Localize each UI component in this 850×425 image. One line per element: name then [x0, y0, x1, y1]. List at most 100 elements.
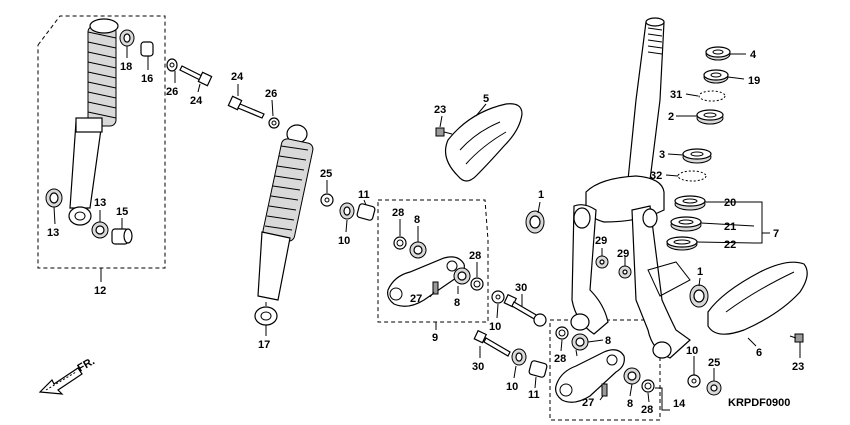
screw-23-upper	[435, 127, 453, 137]
callout-10-upper: 10	[338, 235, 350, 247]
cover-6	[707, 261, 808, 335]
callout-23-lower: 23	[792, 361, 804, 373]
shock-absorber-group-12	[37, 15, 166, 269]
callout-10-mid: 10	[489, 321, 501, 333]
callout-23-upper: 23	[434, 104, 446, 116]
callout-29-left: 29	[595, 235, 607, 247]
link-group-9	[377, 199, 489, 323]
front-direction-arrow: FR.	[38, 355, 97, 395]
dust-seal-22	[666, 236, 698, 251]
callout-7: 7	[773, 228, 779, 240]
bushing-10-upper	[339, 202, 355, 220]
callout-3: 3	[659, 149, 665, 161]
lock-nut-4	[705, 46, 731, 61]
bolt-30-upper	[503, 293, 547, 327]
callout-24-upper: 24	[190, 95, 203, 107]
shock-spring	[87, 18, 119, 127]
washer-26-upper	[166, 58, 178, 72]
callout-24-middle: 24	[231, 71, 244, 83]
callout-22: 22	[724, 239, 736, 251]
callout-20: 20	[724, 197, 736, 209]
callout-1-left: 1	[538, 189, 544, 201]
callout-28-b: 28	[469, 250, 481, 262]
bushing-8-c	[571, 333, 589, 351]
callout-30-lower: 30	[472, 361, 484, 373]
callout-18: 18	[120, 61, 132, 73]
callout-17: 17	[258, 339, 270, 351]
washer-25-lower	[706, 380, 722, 396]
callout-1-right: 1	[697, 266, 703, 278]
steel-balls-32	[677, 170, 707, 182]
bushing-18	[119, 29, 135, 47]
nut-29-right	[618, 265, 632, 279]
callout-26-upper: 26	[166, 86, 178, 98]
callout-27-a: 27	[410, 293, 422, 305]
washer-28-a	[393, 236, 407, 250]
link-group-14	[549, 319, 661, 421]
callout-32: 32	[650, 170, 662, 182]
callout-19: 19	[748, 75, 760, 87]
callout-26-middle: 26	[265, 88, 277, 100]
callout-28-a: 28	[392, 207, 404, 219]
washer-28-c	[555, 326, 569, 340]
washer-10-right	[491, 290, 505, 304]
front-fork	[570, 17, 691, 359]
callout-13-right: 13	[94, 197, 106, 209]
bolt-30-lower	[473, 329, 511, 357]
callout-31: 31	[670, 89, 682, 101]
washer-28-d	[641, 379, 655, 393]
lock-washer-19	[703, 69, 729, 84]
callout-8-a: 8	[414, 214, 420, 226]
washer-28-b	[470, 277, 484, 291]
callout-25-upper: 25	[320, 168, 332, 180]
bushing-8-b	[453, 267, 471, 285]
callout-2: 2	[668, 111, 674, 123]
steel-balls-31	[698, 90, 726, 102]
collar-11-lower	[528, 360, 548, 378]
grease-fitting-27-a	[432, 281, 439, 295]
callout-16: 16	[141, 73, 153, 85]
cover-5	[445, 103, 523, 182]
shock-absorber-17	[254, 124, 314, 326]
callout-25-lower: 25	[708, 357, 720, 369]
front-direction-label: FR.	[76, 355, 97, 374]
callout-8-d: 8	[627, 398, 633, 410]
bushing-13-right	[91, 221, 109, 239]
callout-10-right: 10	[686, 345, 698, 357]
race-20	[674, 195, 706, 211]
callout-5: 5	[483, 93, 489, 105]
callout-10-lower: 10	[506, 381, 518, 393]
race-3	[682, 148, 712, 164]
callout-6: 6	[756, 347, 762, 359]
bushing-8-d	[623, 367, 641, 385]
callout-9: 9	[432, 332, 438, 344]
callout-27-b: 27	[582, 397, 594, 409]
callout-30-upper: 30	[515, 282, 527, 294]
link-arm-14	[555, 349, 625, 403]
callout-11-upper: 11	[358, 189, 370, 201]
nut-29-left	[595, 255, 609, 269]
collar-11-upper	[356, 203, 376, 221]
washer-10-lower-right	[687, 374, 701, 388]
grease-fitting-27-b	[601, 383, 608, 397]
callout-4: 4	[750, 49, 757, 61]
shock-body	[69, 121, 103, 209]
callouts: 4 19 31 2 3 32 20 21 22 7 1 1 5 23 23 6 …	[47, 49, 804, 416]
callout-8-b: 8	[454, 297, 460, 309]
bearing-1-right	[689, 284, 709, 308]
bolt-24-middle	[227, 95, 265, 119]
callout-28-c: 28	[554, 353, 566, 365]
screw-23-lower	[789, 333, 804, 343]
washer-25-upper	[320, 193, 334, 207]
race-21	[670, 216, 702, 232]
collar-15	[111, 228, 133, 245]
callout-8-c: 8	[605, 335, 611, 347]
callout-12: 12	[94, 285, 106, 297]
callout-15: 15	[116, 206, 128, 218]
bushing-13-left	[45, 188, 63, 208]
callout-29-right: 29	[617, 248, 629, 260]
bushing-10-lower	[511, 348, 527, 366]
diagram-code: KRPDF0900	[728, 397, 790, 409]
race-2	[696, 109, 724, 125]
